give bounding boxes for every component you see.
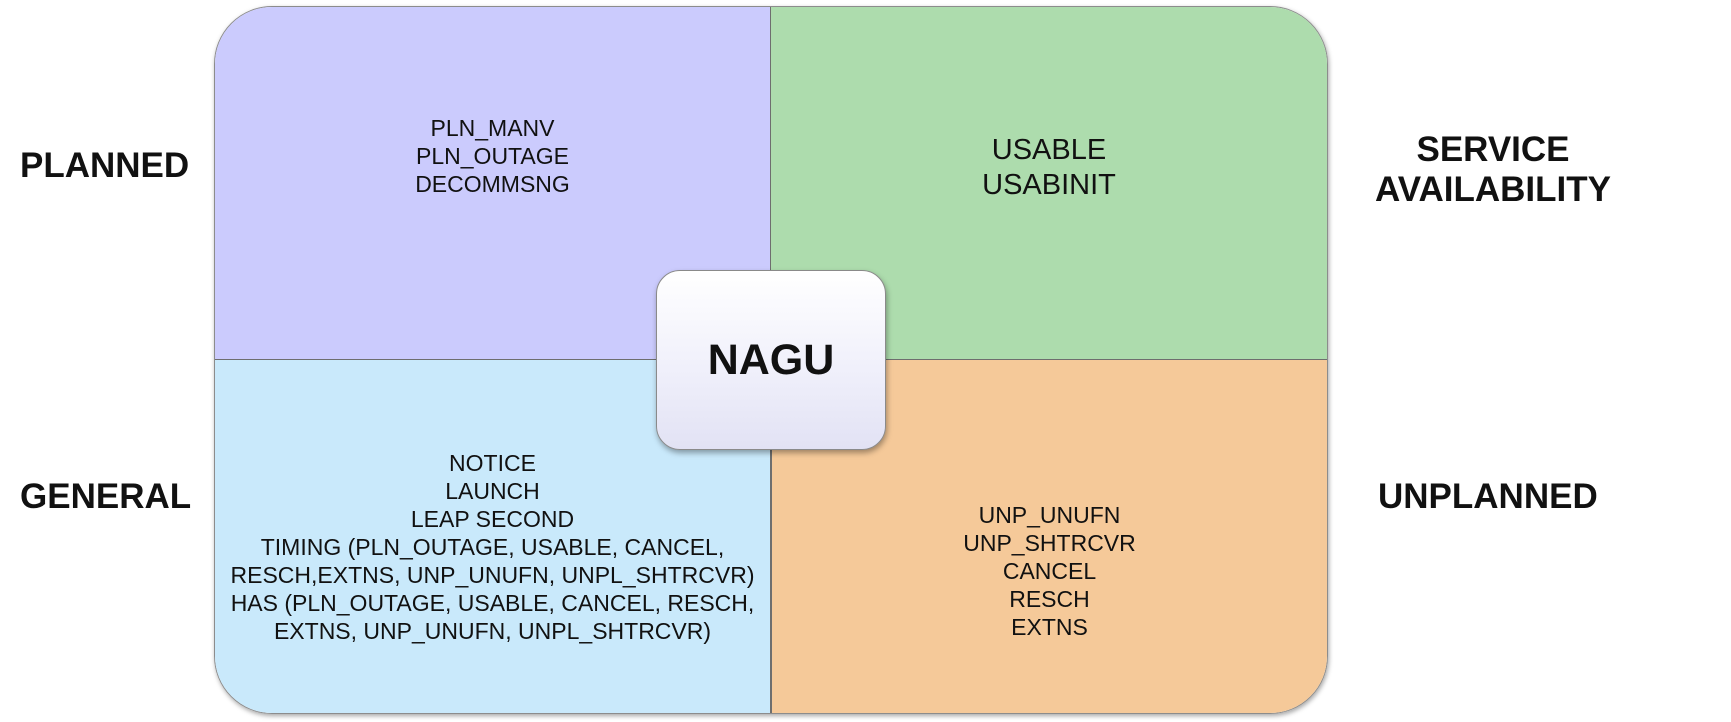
general-item: NOTICE — [449, 450, 536, 476]
general-label: GENERAL — [20, 477, 192, 516]
unplanned-item: UNP_UNUFN — [978, 502, 1121, 528]
planned-item: PLN_OUTAGE — [416, 143, 569, 169]
general-item: EXTNS, UNP_UNUFN, UNPL_SHTRCVR) — [273, 618, 712, 644]
center-node: NAGU — [656, 270, 886, 450]
quadrant-board: PLN_MANV PLN_OUTAGE DECOMMSNG USABLE USA… — [214, 6, 1328, 714]
general-item: LAUNCH — [445, 478, 540, 504]
unplanned-item: CANCEL — [1002, 558, 1097, 584]
planned-label: PLANNED — [20, 146, 190, 185]
general-item: LEAP SECOND — [410, 506, 575, 532]
general-item: RESCH,EXTNS, UNP_UNUFN, UNPL_SHTRCVR) — [230, 562, 755, 588]
general-item: TIMING (PLN_OUTAGE, USABLE, CANCEL, — [260, 534, 725, 560]
unplanned-item: UNP_SHTRCVR — [963, 530, 1136, 556]
unplanned-item: EXTNS — [1011, 614, 1088, 640]
unplanned-item: RESCH — [1009, 586, 1090, 612]
service-availability-item: USABLE — [991, 134, 1107, 166]
service-availability-label: SERVICE AVAILABILITY — [1373, 130, 1613, 210]
planned-item: DECOMMSNG — [415, 171, 570, 197]
general-item: HAS (PLN_OUTAGE, USABLE, CANCEL, RESCH, — [230, 590, 755, 616]
service-availability-item: USABINIT — [982, 169, 1116, 201]
general-quadrant: NOTICE LAUNCH LEAP SECOND TIMING (PLN_OU… — [215, 360, 771, 713]
service-availability-label-line: SERVICE — [1416, 130, 1570, 169]
planned-item: PLN_MANV — [430, 115, 555, 141]
center-title: NAGU — [707, 335, 835, 384]
unplanned-label: UNPLANNED — [1378, 477, 1598, 516]
service-availability-label-line: AVAILABILITY — [1375, 170, 1611, 209]
